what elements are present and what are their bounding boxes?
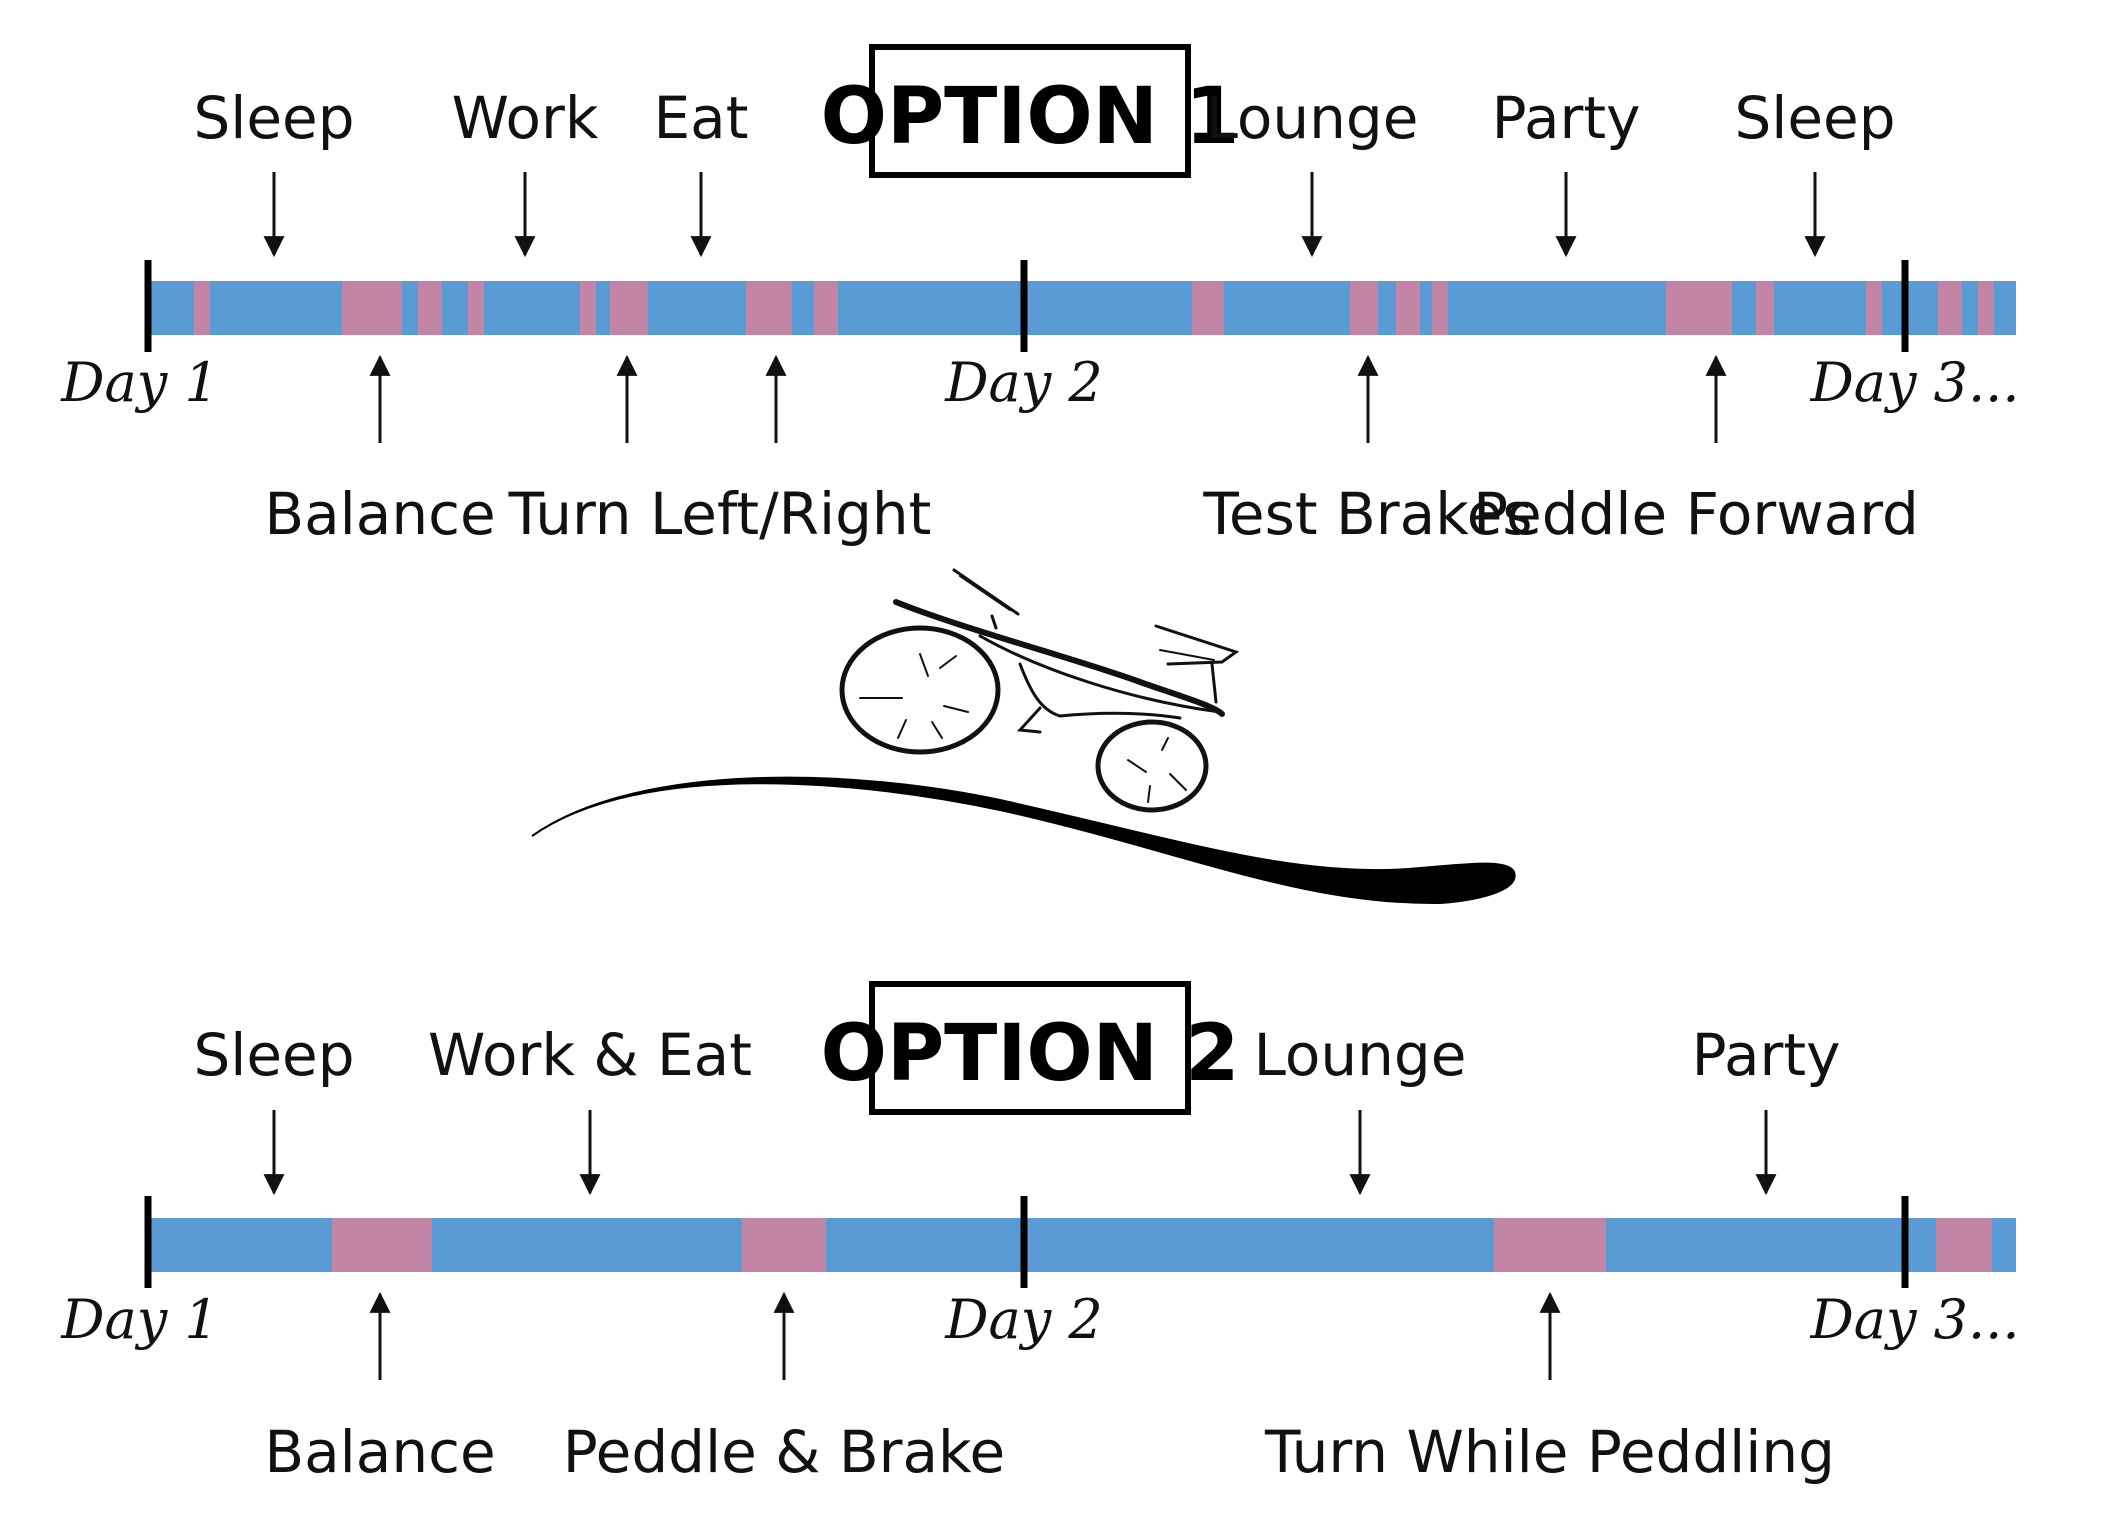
skill-segment <box>580 281 596 335</box>
activity-label: Sleep <box>193 84 354 152</box>
activity-label: Lounge <box>1254 1021 1467 1089</box>
wheel-icon <box>1095 719 1209 813</box>
skill-segments <box>332 1218 1992 1272</box>
activity-label: Work & Eat <box>428 1021 752 1089</box>
activity-label: Party <box>1492 84 1641 152</box>
skill-label: Balance <box>264 480 495 548</box>
option-1: OPTION 1 Sleep Work Eat Lounge Party Sle… <box>60 44 2020 548</box>
wheel-icon <box>839 625 1001 755</box>
option-1-title: OPTION 1 <box>821 72 1240 162</box>
skill-segment <box>1192 281 1224 335</box>
day-ticks <box>144 1196 1909 1288</box>
skill-segment <box>610 281 648 335</box>
activity-label: Eat <box>654 84 749 152</box>
skill-segment <box>1978 281 1994 335</box>
skill-segment <box>194 281 210 335</box>
bicycle-sketch-icon <box>531 568 1516 905</box>
skill-segment <box>742 1218 826 1272</box>
option-2-title: OPTION 2 <box>821 1009 1240 1099</box>
skill-segment <box>468 281 484 335</box>
skill-segment <box>1866 281 1882 335</box>
activity-label: Party <box>1692 1021 1841 1089</box>
skill-segment <box>1666 281 1732 335</box>
skill-segment <box>1396 281 1420 335</box>
skill-label: Balance <box>264 1418 495 1486</box>
day-ticks <box>144 260 1909 352</box>
option-2-title-box <box>869 981 1191 1115</box>
day-label: Day 1 <box>60 351 219 414</box>
skill-segment <box>1756 281 1774 335</box>
skill-segment <box>1494 1218 1606 1272</box>
skill-label: Peddle Forward <box>1473 480 1919 548</box>
skill-segment <box>1432 281 1448 335</box>
day-label: Day 2 <box>944 351 1103 414</box>
activity-label: Sleep <box>1734 84 1895 152</box>
skill-label: Test Brakes <box>1202 480 1532 548</box>
timeline-bar <box>148 1218 2016 1272</box>
day-label: Day 3... <box>1809 351 2019 414</box>
skill-label: Peddle & Brake <box>563 1418 1006 1486</box>
skill-segment <box>418 281 442 335</box>
skill-segment <box>342 281 402 335</box>
skill-segment <box>1936 1218 1992 1272</box>
activity-label: Work <box>452 84 599 152</box>
activity-label: Sleep <box>193 1021 354 1089</box>
road-swoosh-icon <box>531 776 1516 905</box>
skill-segments <box>194 281 1994 335</box>
skill-segment <box>814 281 838 335</box>
option-2: OPTION 2 Sleep Work & Eat Lounge Party D… <box>60 981 2020 1486</box>
skill-label: Turn While Peddling <box>1264 1418 1835 1486</box>
skill-segment <box>1938 281 1962 335</box>
option-1-title-box <box>869 44 1191 178</box>
skill-segment <box>746 281 792 335</box>
day-label: Day 2 <box>944 1288 1103 1351</box>
skill-segment <box>332 1218 432 1272</box>
skill-segment <box>1350 281 1378 335</box>
day-label: Day 1 <box>60 1288 219 1351</box>
day-label: Day 3... <box>1809 1288 2019 1351</box>
activity-label: Lounge <box>1206 84 1419 152</box>
skill-label: Turn Left/Right <box>508 480 932 548</box>
